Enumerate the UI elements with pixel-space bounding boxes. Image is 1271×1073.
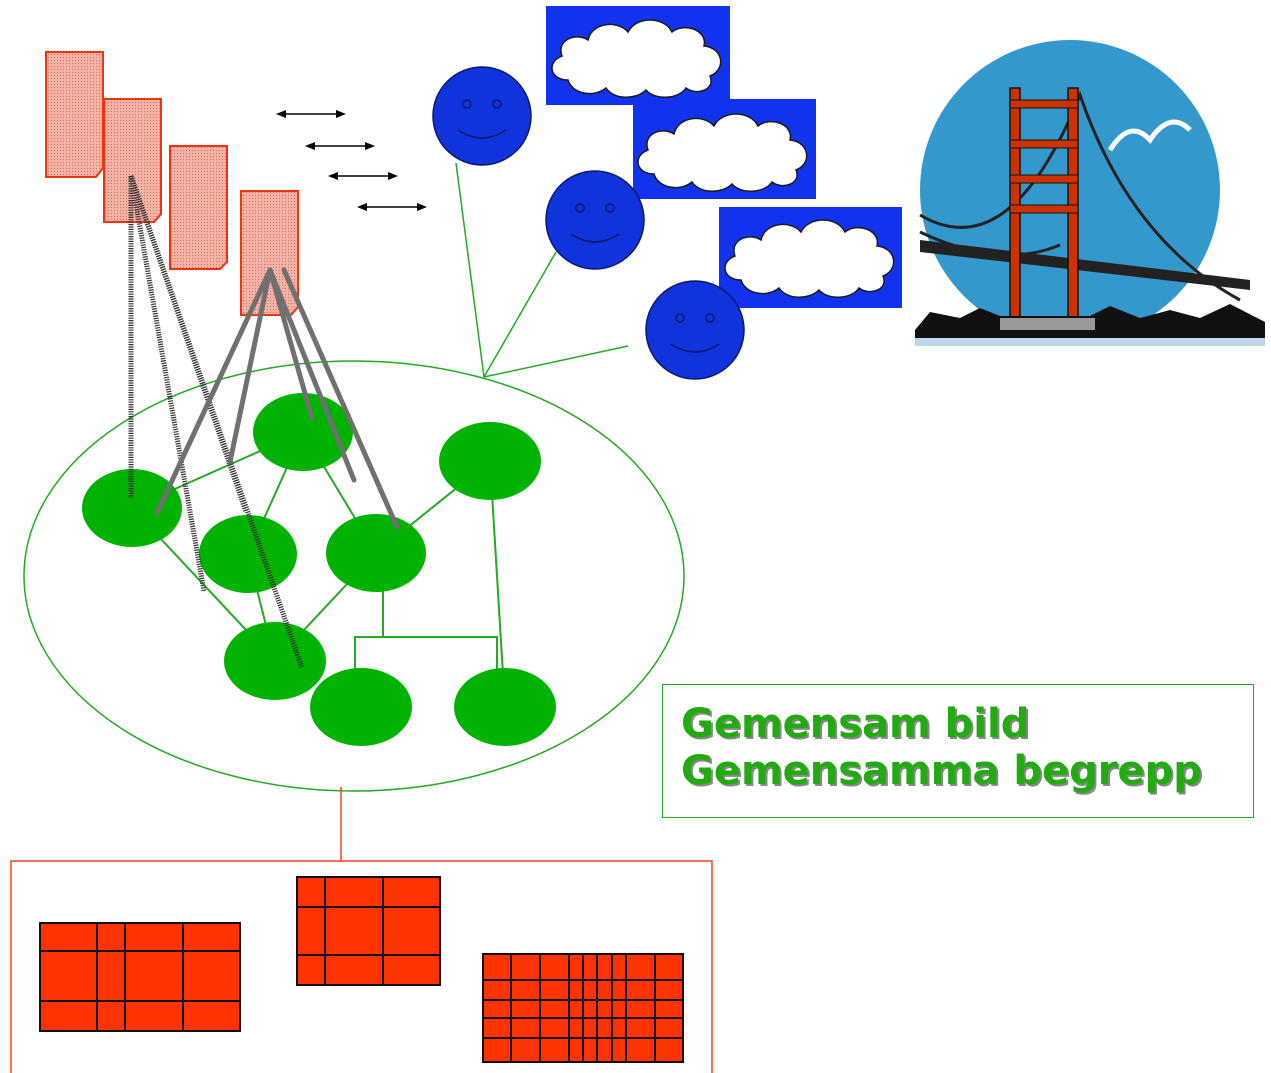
double-arrow-icon [275,109,347,119]
concept-node [454,668,556,746]
concept-node [199,515,297,593]
concept-node [310,668,412,746]
people-connectors [455,162,629,378]
double-arrow-icon [327,171,399,181]
caption-line-shared-picture: Gemensam bild [681,701,1030,747]
document-to-node-solid-links [154,267,400,530]
tables-container [10,860,713,1073]
cloud-panels [546,6,902,308]
smiley-face-icon [432,66,532,166]
concept-node [326,514,426,592]
caption-line-shared-concepts: Gemensamma begrepp [681,748,1202,794]
document-icon [103,98,162,223]
smiley-face-icon [545,170,645,270]
document-icon [169,145,228,270]
document-to-node-dotted-links [128,175,305,669]
concept-node [253,393,353,471]
grid-table-icon [39,922,241,1032]
caption-box: Gemensam bild Gemensamma begrepp [662,684,1254,818]
document-icon [240,190,299,316]
shared-concept-boundary [23,360,685,792]
concept-node [439,422,541,500]
golden-gate-bridge-icon [915,40,1265,346]
double-arrow-icon [356,202,428,212]
grid-table-icon [482,953,684,1063]
smiley-face-icon [645,280,745,380]
concept-node [224,622,326,700]
document-stack [45,51,299,316]
concept-node [82,469,182,547]
double-arrow-icon [304,141,376,151]
document-icon [45,51,104,178]
concept-nodes [82,393,556,746]
grid-table-icon [296,876,441,986]
